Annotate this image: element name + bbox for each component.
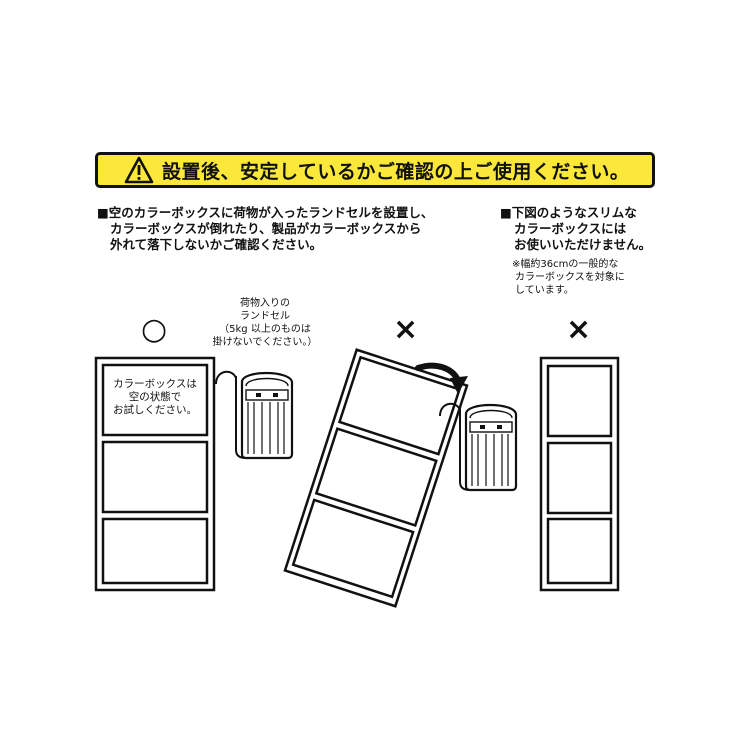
- ok-box-text-line: カラーボックスは: [113, 378, 197, 390]
- ok-school-bag: [214, 370, 294, 460]
- tipping-ng-mark: ×: [393, 312, 419, 347]
- instruction-left-line: ■空のカラーボックスに荷物が入ったランドセルを設置し、: [97, 205, 434, 220]
- instruction-right-line: お使いいただけません。: [514, 237, 652, 252]
- warning-triangle-icon: [124, 156, 154, 184]
- ok-color-box: [94, 356, 216, 592]
- warning-banner: 設置後、安定しているかご確認の上ご使用ください。: [95, 152, 655, 188]
- ok-box-text: カラーボックスは 空の状態で お試しください。: [103, 378, 207, 417]
- slim-color-box: [539, 356, 620, 592]
- tipping-arrow-icon: [415, 362, 468, 394]
- ok-mark: ○: [141, 312, 168, 347]
- bag-callout-line: 掛けないでください。）: [212, 337, 318, 348]
- size-note-line: ※幅約36cmの一般的な: [512, 259, 619, 270]
- banner-text: 設置後、安定しているかご確認の上ご使用ください。: [162, 160, 630, 183]
- instruction-right-line: カラーボックスには: [514, 221, 627, 236]
- bag-callout: 荷物入りの ランドセル （5kg 以上のものは 掛けないでください。）: [200, 297, 330, 349]
- ok-box-text-line: お試しください。: [113, 404, 197, 416]
- size-note-line: カラーボックスを対象に: [515, 272, 625, 283]
- size-note: ※幅約36cmの一般的な カラーボックスを対象に しています。: [512, 258, 625, 297]
- ok-box-text-line: 空の状態で: [128, 391, 182, 403]
- instruction-right-line: ■下図のようなスリムな: [500, 205, 637, 220]
- tipping-color-box: [283, 348, 469, 608]
- instruction-left-line: 外れて落下しないかご確認ください。: [110, 237, 323, 252]
- bag-callout-line: ランドセル: [240, 311, 290, 322]
- instruction-left: ■空のカラーボックスに荷物が入ったランドセルを設置し、 カラーボックスが倒れたり…: [97, 205, 433, 253]
- bag-callout-line: （5kg 以上のものは: [219, 324, 311, 335]
- instruction-right: ■下図のようなスリムな カラーボックスには お使いいただけません。: [500, 205, 651, 253]
- bag-callout-line: 荷物入りの: [240, 298, 290, 309]
- instruction-left-line: カラーボックスが倒れたり、製品がカラーボックスから: [110, 221, 422, 236]
- slim-ng-mark: ×: [566, 312, 592, 347]
- size-note-line: しています。: [515, 285, 574, 296]
